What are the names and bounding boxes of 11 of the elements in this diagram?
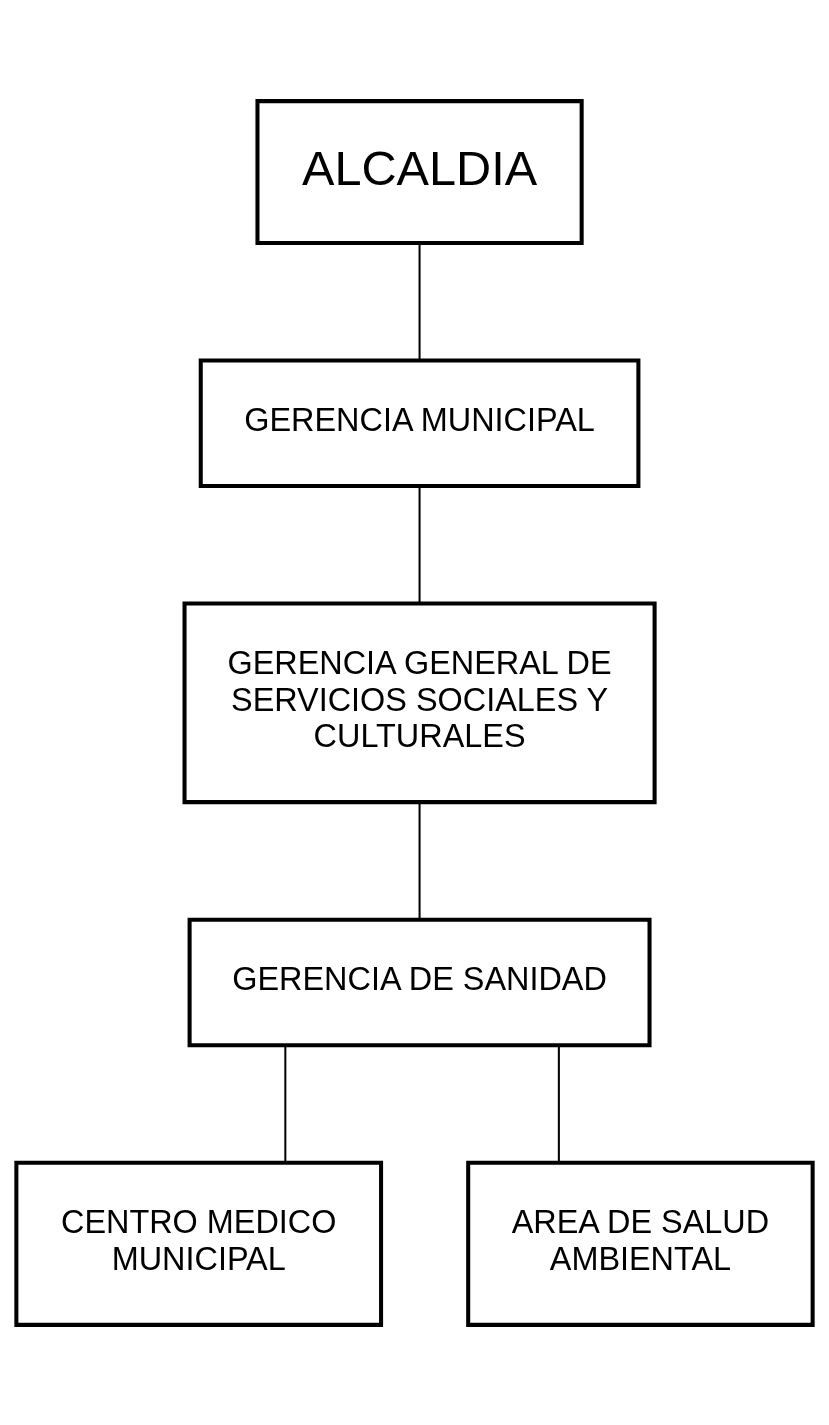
connector: [418, 486, 421, 603]
connector: [418, 242, 421, 360]
connector: [418, 801, 421, 919]
node-box: CENTRO MEDICO MUNICIPAL: [14, 1160, 384, 1327]
node-box: GERENCIA DE SANIDAD: [187, 917, 652, 1047]
node-box: AREA DE SALUD AMBIENTAL: [466, 1160, 815, 1327]
connector: [284, 1045, 287, 1162]
connector: [557, 1045, 560, 1162]
node-box: GERENCIA GENERAL DE SERVICIOS SOCIALES Y CULTURALES: [182, 601, 657, 804]
node-box: ALCALDIA: [255, 98, 584, 245]
node-box: GERENCIA MUNICIPAL: [198, 357, 641, 488]
